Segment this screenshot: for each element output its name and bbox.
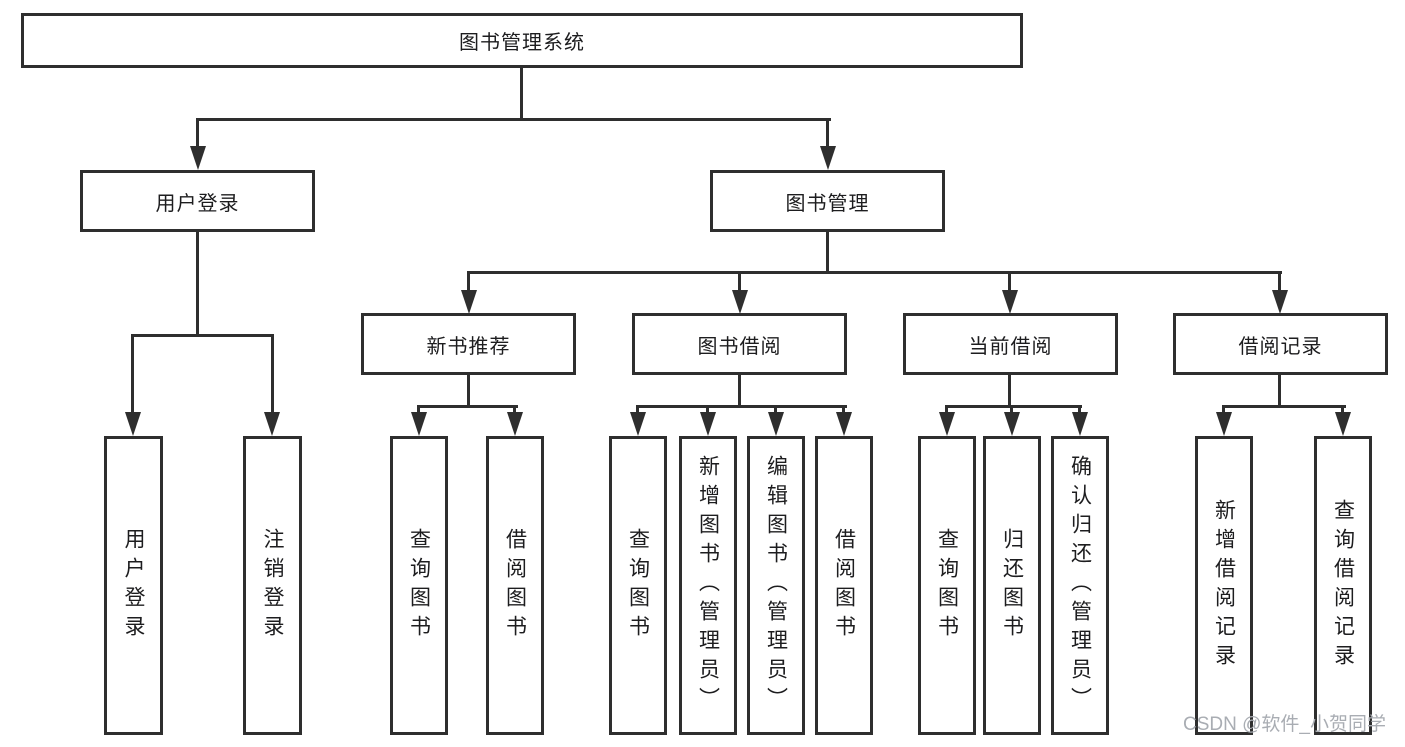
arrowhead-down-icon <box>190 146 206 170</box>
leaf-query-books-borrow: 查询图书 <box>609 436 667 735</box>
leaf-confirm-return-admin: 确认归还（管理员） <box>1051 436 1109 735</box>
connector-line <box>738 271 741 294</box>
connector-line <box>467 373 470 408</box>
leaf-add-book-admin: 新增图书（管理员） <box>679 436 737 735</box>
connector-line <box>826 230 829 274</box>
connector-line <box>513 405 516 416</box>
connector-line <box>842 405 845 416</box>
arrowhead-down-icon <box>732 290 748 314</box>
arrowhead-down-icon <box>820 146 836 170</box>
leaf-query-books-current-label: 查询图书 <box>935 527 959 644</box>
node-borrow-records-label: 借阅记录 <box>1238 335 1323 358</box>
arrowhead-down-icon <box>1072 412 1088 436</box>
leaf-query-books-recommend: 查询图书 <box>390 436 448 735</box>
connector-line <box>945 405 948 416</box>
connector-line <box>738 373 741 408</box>
leaf-query-books-recommend-label: 查询图书 <box>407 527 431 644</box>
leaf-logout: 注销登录 <box>243 436 302 735</box>
node-root-label: 图书管理系统 <box>459 32 585 54</box>
connector-line <box>1078 405 1081 416</box>
csdn-watermark: CSDN @软件_小贺同学 <box>1183 714 1386 735</box>
arrowhead-down-icon <box>700 412 716 436</box>
leaf-add-book-admin-label: 新增图书（管理员） <box>696 455 720 716</box>
connector-line <box>706 405 709 416</box>
connector-line <box>1341 405 1344 416</box>
connector-line <box>196 118 831 121</box>
arrowhead-down-icon <box>1335 412 1351 436</box>
leaf-user-login: 用户登录 <box>104 436 163 735</box>
leaf-logout-label: 注销登录 <box>261 527 284 644</box>
leaf-return-book: 归还图书 <box>983 436 1041 735</box>
node-current-borrow-label: 当前借阅 <box>968 335 1053 358</box>
arrowhead-down-icon <box>768 412 784 436</box>
node-book-borrow: 图书借阅 <box>632 313 847 375</box>
connector-line <box>131 334 274 337</box>
connector-line <box>417 405 420 416</box>
connector-line <box>1222 405 1225 416</box>
node-current-borrow: 当前借阅 <box>903 313 1118 375</box>
leaf-borrow-books-borrow-label: 借阅图书 <box>832 527 856 644</box>
connector-line <box>196 230 199 337</box>
leaf-edit-book-admin: 编辑图书（管理员） <box>747 436 805 735</box>
leaf-query-borrow-record-label: 查询借阅记录 <box>1331 498 1355 673</box>
connector-line <box>417 405 518 408</box>
connector-line <box>945 405 1082 408</box>
leaf-return-book-label: 归还图书 <box>1000 527 1024 644</box>
node-borrow-records: 借阅记录 <box>1173 313 1388 375</box>
connector-line <box>1278 271 1281 294</box>
arrowhead-down-icon <box>1272 290 1288 314</box>
connector-line <box>1010 405 1013 416</box>
arrowhead-down-icon <box>1216 412 1232 436</box>
arrowhead-down-icon <box>125 412 141 436</box>
connector-line <box>467 271 470 294</box>
arrowhead-down-icon <box>939 412 955 436</box>
connector-line <box>774 405 777 416</box>
arrowhead-down-icon <box>411 412 427 436</box>
leaf-borrow-books-recommend: 借阅图书 <box>486 436 544 735</box>
arrowhead-down-icon <box>836 412 852 436</box>
arrowhead-down-icon <box>630 412 646 436</box>
connector-line <box>826 118 829 150</box>
arrowhead-down-icon <box>507 412 523 436</box>
leaf-query-borrow-record: 查询借阅记录 <box>1314 436 1372 735</box>
connector-line <box>131 334 134 416</box>
node-book-borrow-label: 图书借阅 <box>697 335 782 358</box>
leaf-confirm-return-admin-label: 确认归还（管理员） <box>1068 455 1092 716</box>
leaf-borrow-books-borrow: 借阅图书 <box>815 436 873 735</box>
arrowhead-down-icon <box>1004 412 1020 436</box>
connector-line <box>1278 373 1281 408</box>
leaf-query-books-current: 查询图书 <box>918 436 976 735</box>
node-book-management: 图书管理 <box>710 170 945 232</box>
connector-line <box>1008 271 1011 294</box>
leaf-borrow-books-recommend-label: 借阅图书 <box>503 527 527 644</box>
connector-line <box>1008 373 1011 408</box>
connector-line <box>636 405 639 416</box>
arrowhead-down-icon <box>461 290 477 314</box>
leaf-add-borrow-record: 新增借阅记录 <box>1195 436 1253 735</box>
connector-line <box>1222 405 1346 408</box>
connector-line <box>467 271 1282 274</box>
node-book-management-label: 图书管理 <box>785 192 870 215</box>
connector-line <box>636 405 847 408</box>
connector-line <box>271 334 274 416</box>
node-user-login-label: 用户登录 <box>155 192 240 215</box>
leaf-edit-book-admin-label: 编辑图书（管理员） <box>764 455 788 716</box>
connector-line <box>196 118 199 150</box>
leaf-user-login-label: 用户登录 <box>122 527 145 644</box>
arrowhead-down-icon <box>1002 290 1018 314</box>
leaf-query-books-borrow-label: 查询图书 <box>626 527 650 644</box>
leaf-add-borrow-record-label: 新增借阅记录 <box>1212 498 1236 673</box>
node-new-book-recommend: 新书推荐 <box>361 313 576 375</box>
connector-line <box>520 66 523 120</box>
arrowhead-down-icon <box>264 412 280 436</box>
node-root: 图书管理系统 <box>21 13 1023 68</box>
node-new-book-recommend-label: 新书推荐 <box>426 335 511 358</box>
node-user-login: 用户登录 <box>80 170 315 232</box>
